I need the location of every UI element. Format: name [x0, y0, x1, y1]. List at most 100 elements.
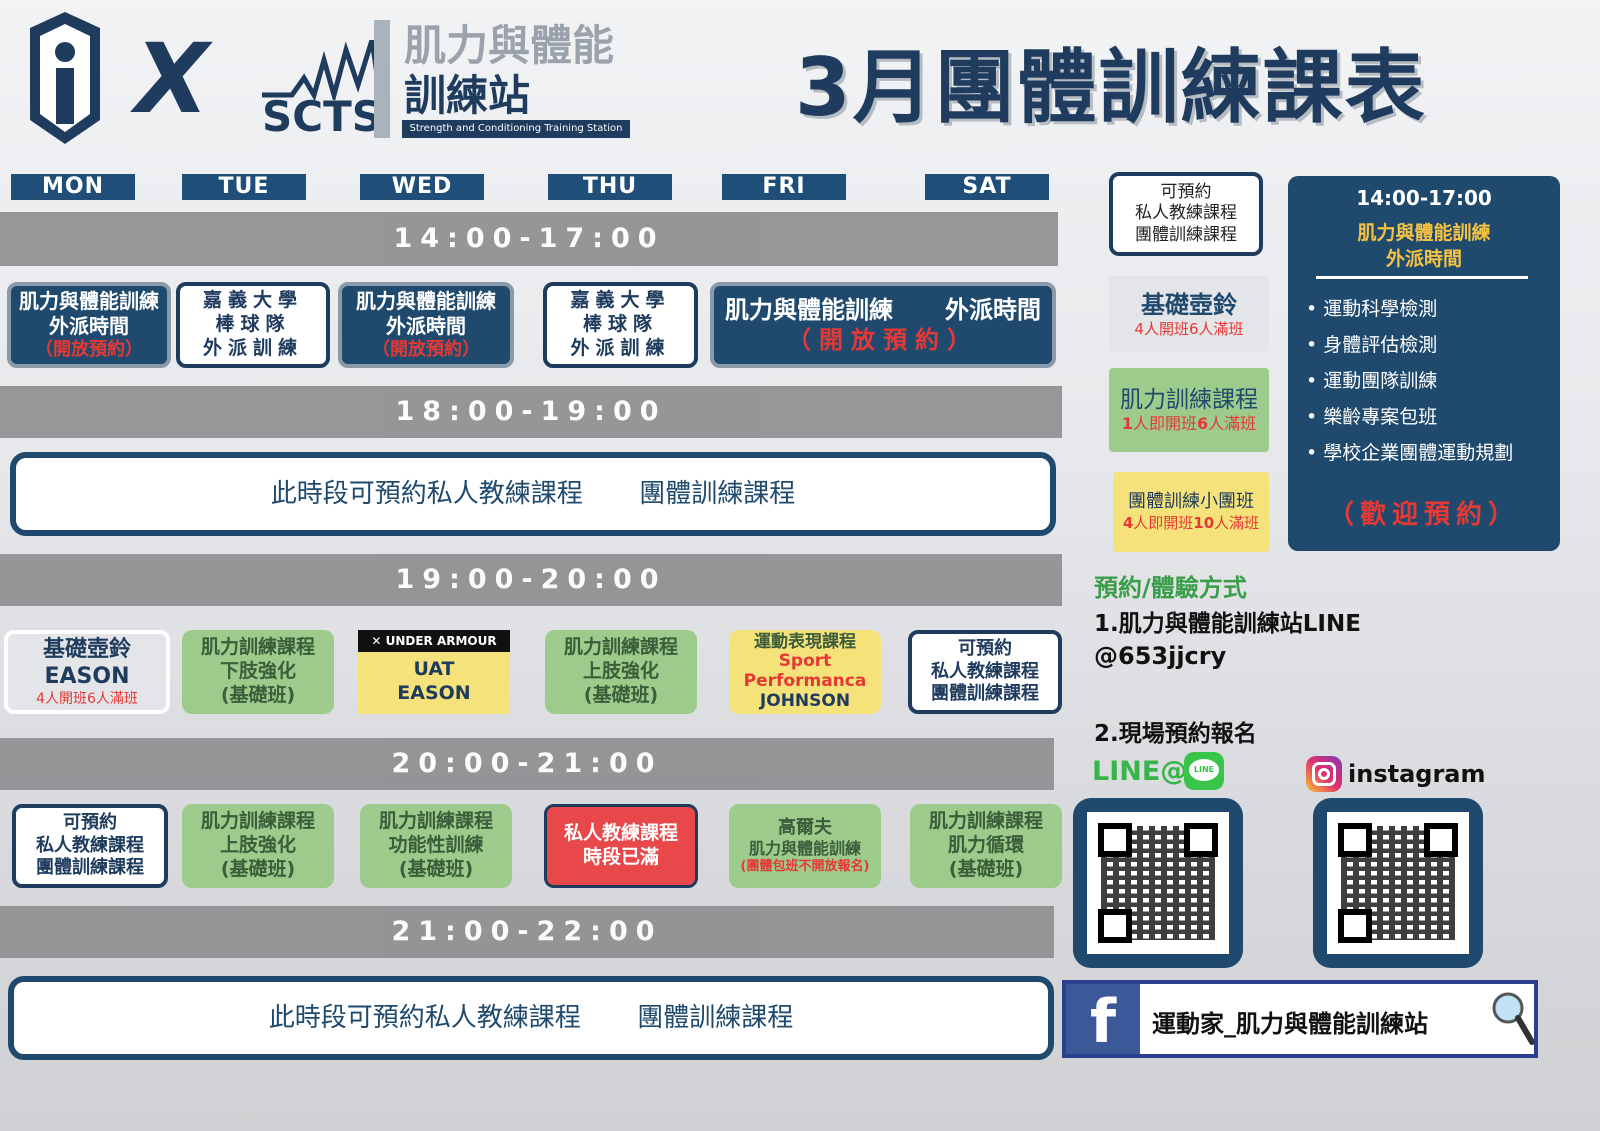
legend-title: 肌力訓練課程 — [1120, 386, 1258, 413]
line-qr-code[interactable] — [1073, 798, 1243, 968]
time-slot-1900-2000: 19:00-20:00 — [0, 554, 1062, 606]
session-thu-upper-body[interactable]: 肌力訓練課程 上肢強化 (基礎班) — [545, 630, 697, 714]
scts-title-1: 肌力與體能 — [404, 21, 615, 70]
open-slot-private: 此時段可預約私人教練課程 — [268, 1003, 581, 1033]
session-subtitle: 上肢強化 — [582, 660, 659, 683]
session-note: (團體包班不開放報名) — [740, 859, 870, 875]
session-mon-kettlebell[interactable]: 基礎壺鈴 EASON 4人開班6人滿班 — [4, 630, 170, 714]
scts-short: SCTS — [262, 92, 382, 141]
session-status: 時段已滿 — [582, 846, 659, 868]
ai-logo — [26, 10, 104, 146]
instagram-qr-code[interactable] — [1313, 798, 1483, 968]
session-detail: 外派訓練 — [202, 336, 303, 359]
session-level: (基礎班) — [220, 857, 296, 880]
session-subtitle: 棒球隊 — [215, 313, 291, 336]
facebook-bar[interactable]: f 運動家_肌力與體能訓練站 — [1062, 980, 1538, 1058]
line-at-label: LINE@ — [1092, 756, 1188, 787]
legend-bookable: 可預約 私人教練課程 團體訓練課程 — [1109, 172, 1263, 256]
day-header-fri: FRI — [722, 174, 846, 200]
legend-capacity: 1人即開班6人滿班 — [1121, 414, 1257, 434]
legend-capacity: 4人即開班10人滿班 — [1122, 513, 1260, 532]
session-sat-bookable[interactable]: 可預約 私人教練課程 團體訓練課程 — [908, 630, 1062, 714]
line-app-icon[interactable]: LINE — [1184, 752, 1224, 790]
session-coach: EASON — [44, 664, 130, 690]
session-coach: JOHNSON — [759, 690, 851, 711]
session-title: 肌力訓練課程 — [200, 810, 315, 833]
brand-label: UNDER ARMOUR — [385, 634, 497, 648]
session-subtitle: 私人教練課程 — [36, 834, 144, 856]
outsource-item: • 學校企業團體運動規劃 — [1306, 442, 1514, 464]
search-icon — [1492, 992, 1534, 1045]
session-wed-uat[interactable]: ✕ UNDER ARMOUR UAT EASON — [358, 630, 510, 714]
booking-step-1: 1.肌力與體能訓練站LINE — [1094, 611, 1361, 637]
outsource-cta[interactable]: （歡迎預約） — [1327, 500, 1520, 530]
session-mon-outsource[interactable]: 肌力與體能訓練 外派時間 （開放預約） — [7, 282, 171, 368]
booking-line-id[interactable]: @653jjcry — [1094, 642, 1227, 670]
scts-title-2: 訓練站 — [404, 71, 531, 120]
outsource-title-1: 肌力與體能訓練 — [1357, 222, 1491, 244]
scts-divider — [374, 20, 390, 138]
session-wed-functional[interactable]: 肌力訓練課程 功能性訓練 (基礎班) — [360, 804, 512, 888]
session-sat-circuit[interactable]: 肌力訓練課程 肌力循環 (基礎班) — [910, 804, 1062, 888]
scts-subtitle: Strength and Conditioning Training Stati… — [402, 120, 630, 138]
session-title: 肌力與體能訓練 — [725, 296, 893, 324]
open-slot-2100[interactable]: 此時段可預約私人教練課程 團體訓練課程 — [8, 976, 1054, 1060]
under-armour-banner: ✕ UNDER ARMOUR — [358, 630, 510, 652]
outsource-panel: 14:00-17:00 肌力與體能訓練 外派時間 • 運動科學檢測 • 身體評估… — [1288, 176, 1560, 551]
session-status: （開放預約） — [787, 326, 979, 354]
heartbeat-icon — [262, 40, 383, 100]
session-wed-outsource[interactable]: 肌力與體能訓練 外派時間 （開放預約） — [338, 282, 514, 368]
session-detail: 團體訓練課程 — [931, 683, 1039, 705]
session-fri-sport-performance[interactable]: 運動表現課程 Sport Performanca JOHNSON — [729, 630, 881, 714]
session-title: 可預約 — [63, 812, 117, 834]
bullet-icon: • — [1306, 334, 1324, 356]
time-slot-2000-2100: 20:00-21:00 — [0, 738, 1054, 790]
session-tue-upper-body[interactable]: 肌力訓練課程 上肢強化 (基礎班) — [182, 804, 334, 888]
legend-title: 團體訓練小團班 — [1128, 491, 1254, 513]
instagram-icon[interactable] — [1306, 756, 1342, 792]
session-tue-baseball[interactable]: 嘉義大學 棒球隊 外派訓練 — [176, 282, 330, 368]
session-title: 肌力訓練課程 — [378, 810, 493, 833]
session-capacity: 4人開班6人滿班 — [36, 690, 138, 707]
open-slot-1800[interactable]: 此時段可預約私人教練課程 團體訓練課程 — [10, 452, 1056, 536]
outsource-title-2: 外派時間 — [1385, 248, 1462, 270]
open-slot-private: 此時段可預約私人教練課程 — [270, 479, 583, 509]
legend-title: 可預約 — [1160, 182, 1212, 203]
booking-step-2: 2.現場預約報名 — [1094, 721, 1257, 747]
session-mon-bookable[interactable]: 可預約 私人教練課程 團體訓練課程 — [12, 804, 168, 888]
session-fri-golf[interactable]: 高爾夫 肌力與體能訓練 (團體包班不開放報名) — [729, 804, 881, 888]
session-subtitle: 外派時間 — [945, 296, 1041, 324]
legend-title: 基礎壺鈴 — [1141, 290, 1237, 319]
session-title: 運動表現課程 — [754, 631, 856, 652]
day-header-sat: SAT — [925, 174, 1049, 200]
session-level: (基礎班) — [583, 683, 659, 706]
session-title: 基礎壺鈴 — [42, 636, 131, 662]
session-detail: 外派訓練 — [570, 336, 671, 359]
session-frisat-outsource[interactable]: 肌力與體能訓練 外派時間 （開放預約） — [710, 282, 1056, 368]
facebook-icon: f — [1066, 984, 1140, 1057]
outsource-time: 14:00-17:00 — [1356, 186, 1492, 210]
open-slot-group: 團體訓練課程 — [637, 1003, 794, 1033]
session-subtitle: 棒球隊 — [582, 313, 658, 336]
time-slot-2100-2200: 21:00-22:00 — [0, 906, 1054, 958]
session-thu-baseball[interactable]: 嘉義大學 棒球隊 外派訓練 — [543, 282, 698, 368]
bullet-icon: • — [1306, 298, 1324, 320]
session-level: (基礎班) — [398, 857, 474, 880]
legend-strength: 肌力訓練課程 1人即開班6人滿班 — [1109, 368, 1269, 452]
booking-heading: 預約/體驗方式 — [1094, 574, 1247, 602]
session-subtitle: 肌力與體能訓練 — [748, 839, 861, 859]
session-subtitle-2: Performanca — [743, 671, 867, 691]
ai-logo-icon — [30, 12, 100, 144]
under-armour-icon: ✕ — [371, 634, 386, 648]
legend-small-group: 團體訓練小團班 4人即開班10人滿班 — [1113, 472, 1269, 552]
session-thu-full[interactable]: 私人教練課程 時段已滿 — [544, 804, 698, 888]
outsource-item: • 運動團隊訓練 — [1306, 370, 1438, 392]
instagram-label[interactable]: instagram — [1348, 760, 1486, 788]
session-tue-lower-body[interactable]: 肌力訓練課程 下肢強化 (基礎班) — [182, 630, 334, 714]
bullet-icon: • — [1306, 442, 1324, 464]
session-status: （開放預約） — [372, 338, 480, 360]
session-title: 嘉義大學 — [202, 289, 303, 312]
collab-x-mark: X — [135, 23, 210, 135]
open-slot-group: 團體訓練課程 — [639, 479, 796, 509]
session-title: UAT — [413, 658, 455, 680]
